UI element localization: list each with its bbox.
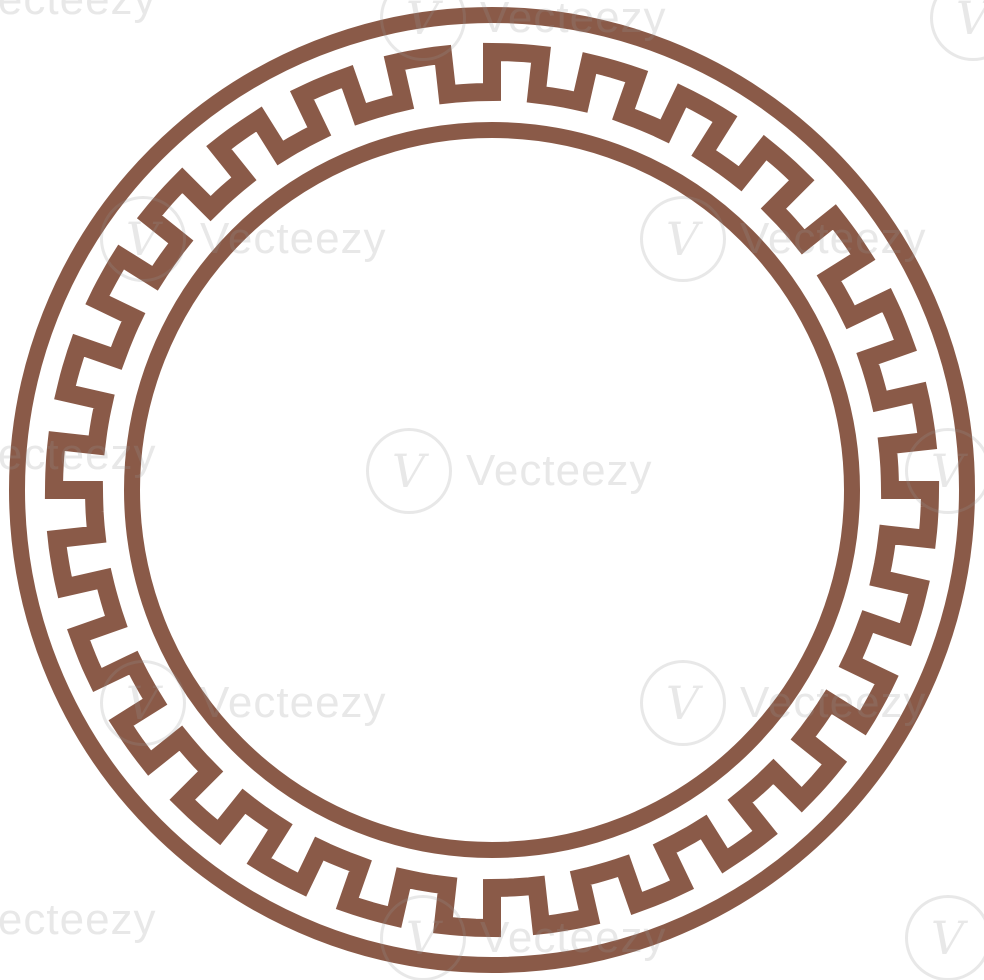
watermark-logo-icon: V: [100, 196, 186, 282]
watermark: Vecteezy: [0, 430, 157, 479]
watermark-logo-icon: V: [100, 660, 186, 746]
watermark-logo-icon: V: [640, 196, 726, 282]
watermark: V: [930, 0, 984, 61]
watermark: V Vecteezy: [100, 660, 387, 746]
watermark: V Vecteezy: [366, 428, 653, 514]
watermark: V Vecteezy: [640, 196, 927, 282]
watermark: Vecteezy: [0, 895, 157, 944]
watermark: V: [905, 428, 984, 514]
watermark: V: [905, 895, 984, 980]
watermark: V Vecteezy: [100, 196, 387, 282]
watermark: V Vecteezy: [380, 0, 667, 61]
watermark-logo-icon: V: [640, 660, 726, 746]
watermark-logo-icon: V: [905, 895, 984, 980]
watermark: V Vecteezy: [640, 660, 927, 746]
watermark-logo-icon: V: [905, 428, 984, 514]
watermark-logo-icon: V: [366, 428, 452, 514]
inner-ring: [124, 122, 860, 858]
watermark: Vecteezy: [0, 0, 157, 25]
watermark-logo-icon: V: [380, 0, 466, 61]
watermark: V Vecteezy: [380, 895, 667, 980]
watermark-logo-icon: V: [380, 895, 466, 980]
watermark-logo-icon: V: [930, 0, 984, 61]
